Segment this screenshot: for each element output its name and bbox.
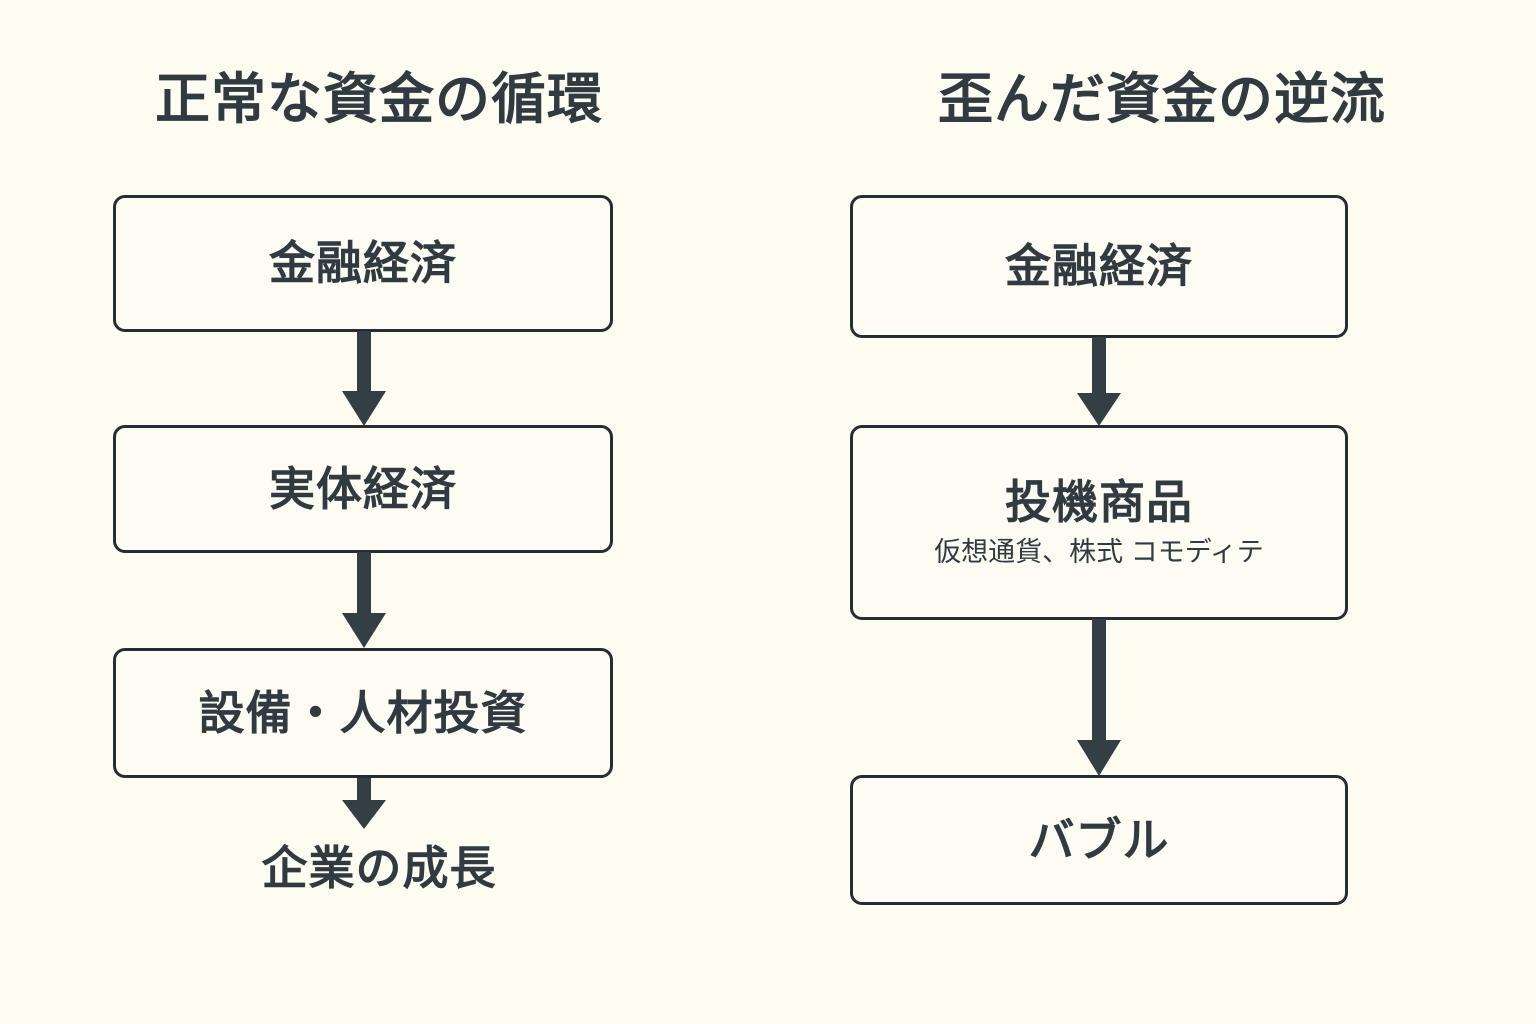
column-normal-cycle: 正常な資金の循環 金融経済 実体経済 設備・人材投資 企業の成長 [113, 68, 613, 894]
node-label-left-3: 設備・人材投資 [198, 686, 528, 739]
arrow-down-left-3 [342, 778, 386, 829]
arrow-down-right-1 [1077, 337, 1121, 426]
node-box-left-1: 金融経済 [113, 195, 613, 332]
node-box-left-2: 実体経済 [113, 425, 613, 553]
node-label-left-4-outcome: 企業の成長 [261, 842, 497, 894]
column-distorted-reverse-flow: 歪んだ資金の逆流 金融経済 投機商品 仮想通貨、株式 コモディテ バブル [768, 0, 1536, 1024]
node-box-right-1: 金融経済 [850, 195, 1348, 338]
node-box-right-2: 投機商品 仮想通貨、株式 コモディテ [850, 425, 1348, 620]
arrow-down-left-2 [342, 552, 386, 648]
arrow-down-left-1 [342, 331, 386, 426]
node-label-left-1: 金融経済 [269, 237, 457, 290]
column-title-normal-cycle: 正常な資金の循環 [154, 68, 603, 130]
node-label-right-2: 投機商品 [1005, 476, 1193, 529]
node-label-left-2: 実体経済 [269, 462, 457, 515]
node-label-right-1: 金融経済 [1005, 240, 1193, 293]
node-box-left-3: 設備・人材投資 [113, 648, 613, 778]
column-title-distorted-reverse-flow: 歪んだ資金の逆流 [937, 68, 1386, 130]
node-sublabel-right-2: 仮想通貨、株式 コモディテ [934, 536, 1264, 567]
node-label-right-3: バブル [1028, 813, 1170, 866]
arrow-down-right-2 [1077, 619, 1121, 776]
node-box-right-3: バブル [850, 775, 1348, 905]
